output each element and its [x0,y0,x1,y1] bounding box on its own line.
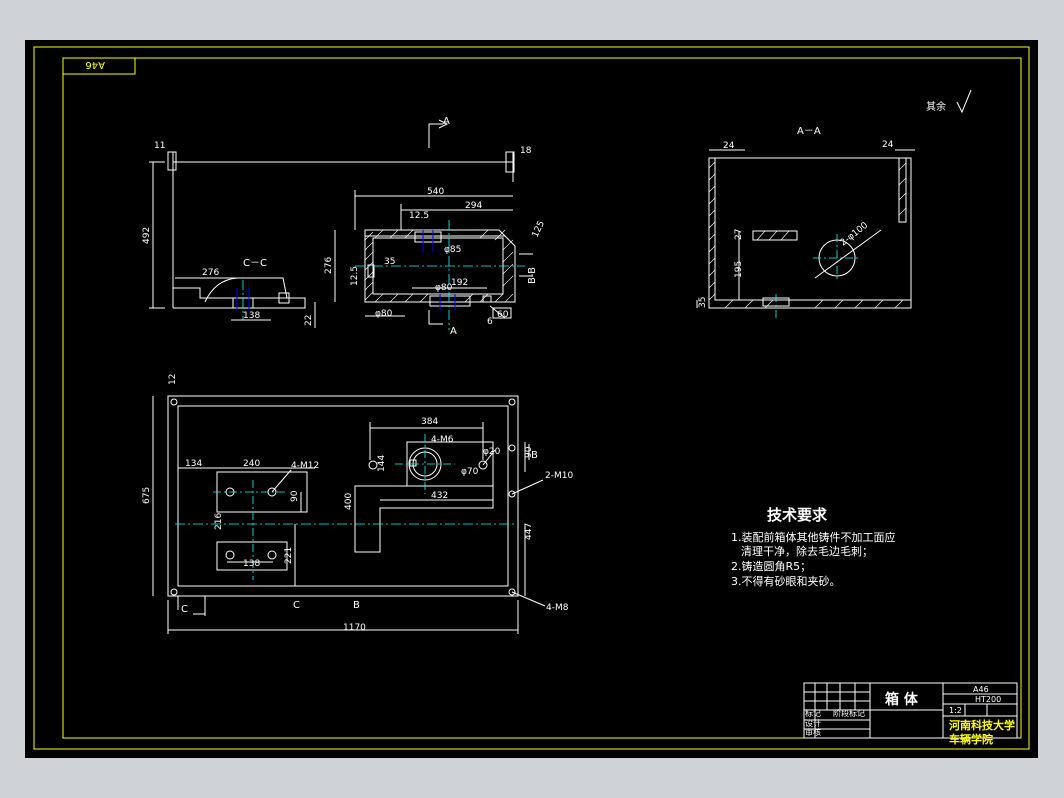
title-cell-design: 设计 [805,718,821,728]
dim-phi80: φ80 [375,309,393,319]
dim-432: 432 [431,491,448,501]
dim-phi80-box: φ80 [435,283,453,293]
title-school-2: 车辆学院 [949,732,993,746]
title-block [803,682,1018,739]
cad-viewport[interactable]: A46 其余 [25,40,1038,758]
dim-18: 18 [520,146,532,156]
dim-11: 11 [154,141,165,151]
dim-phi20: φ20 [483,447,501,457]
view-mark-a-bottom: A [450,326,457,337]
tech-requirements-title: 技术要求 [767,506,828,524]
dim-221: 221 [284,547,294,564]
dim-276-vert: 276 [324,257,334,274]
dim-35: 35 [384,257,395,267]
title-cell-review: 审核 [805,727,821,737]
title-drawing-no: A46 [973,685,989,694]
drawing-sheet: A46 其余 [33,46,1030,750]
dim-216: 216 [214,513,224,530]
tech-item-1: 1.装配前箱体其他铸件不加工面应 [731,530,896,544]
dim-4-m6: 4-M6 [431,435,454,445]
title-part-name: 箱 体 [885,691,919,708]
dim-35-aa: 35 [698,297,708,308]
dim-125: 125 [531,219,547,239]
tech-item-1b: 清理干净，除去毛边毛刺； [741,544,873,558]
roughness-symbol [956,89,972,114]
dim-27: 27 [734,229,744,240]
title-cell-mark: 标记 [805,708,821,718]
dim-138-plan: 138 [243,559,260,569]
dim-90-right: 90 [524,446,534,458]
dim-134: 134 [185,459,202,469]
mirror-label: A46 [85,59,105,70]
dim-2-phi100: 2-φ100 [839,221,871,249]
dim-276-horiz: 276 [202,268,219,278]
dim-384: 384 [421,417,438,427]
dim-12-plan: 12 [168,374,178,385]
dim-492: 492 [142,227,152,244]
view-mark-b-plan: B [531,450,538,461]
inner-frame [62,57,1022,739]
plan-view [152,395,546,634]
surface-label: 其余 [926,100,946,113]
dim-22: 22 [304,315,314,326]
dim-4-m8: 4-M8 [546,603,569,613]
view-mark-b-plan-bottom: B [353,600,360,611]
dim-12-5-side: 12.5 [350,266,360,286]
title-scale: 1:2 [949,706,962,715]
dim-12-5-top: 12.5 [409,211,429,221]
dim-675: 675 [142,487,152,504]
view-mark-c-plan: C [181,604,188,615]
dim-phi70: φ70 [461,467,479,477]
outer-frame [33,46,1030,750]
dim-540: 540 [427,187,444,197]
dim-4-m12: 4-M12 [291,461,319,471]
title-cell-stage: 阶段标记 [833,708,865,718]
tech-item-2: 2.铸造圆角R5； [731,559,811,573]
dim-24-right: 24 [882,140,894,150]
tech-item-3: 3.不得有砂眼和夹砂。 [731,574,841,588]
dim-144: 144 [377,455,387,472]
dim-138-cc: 138 [243,311,260,321]
dim-195: 195 [734,261,744,278]
dim-1170: 1170 [343,623,366,633]
mirror-label-box [62,57,136,75]
dim-90-left: 90 [290,490,300,502]
dim-60: 60 [497,310,509,320]
dim-2-m10: 2-M10 [545,471,573,481]
dim-24-left: 24 [723,141,735,151]
dim-240: 240 [243,459,260,469]
front-section-view [149,119,533,330]
dim-phi85: φ85 [444,245,461,255]
dim-294: 294 [465,201,482,211]
section-aa-view [696,149,915,318]
title-material: HT200 [975,695,1001,704]
dim-192: 192 [451,278,468,288]
section-cc-label: C－C [243,258,267,269]
dim-6: 6 [487,317,493,327]
dim-400: 400 [344,493,354,510]
view-mark-c-plan-bottom: C [293,600,300,611]
title-school-1: 河南科技大学 [949,718,1015,732]
view-mark-a-top: A [443,116,450,127]
dim-447: 447 [524,523,534,540]
view-mark-b-b: B-B [527,267,538,284]
section-aa-label: A－A [797,126,821,137]
